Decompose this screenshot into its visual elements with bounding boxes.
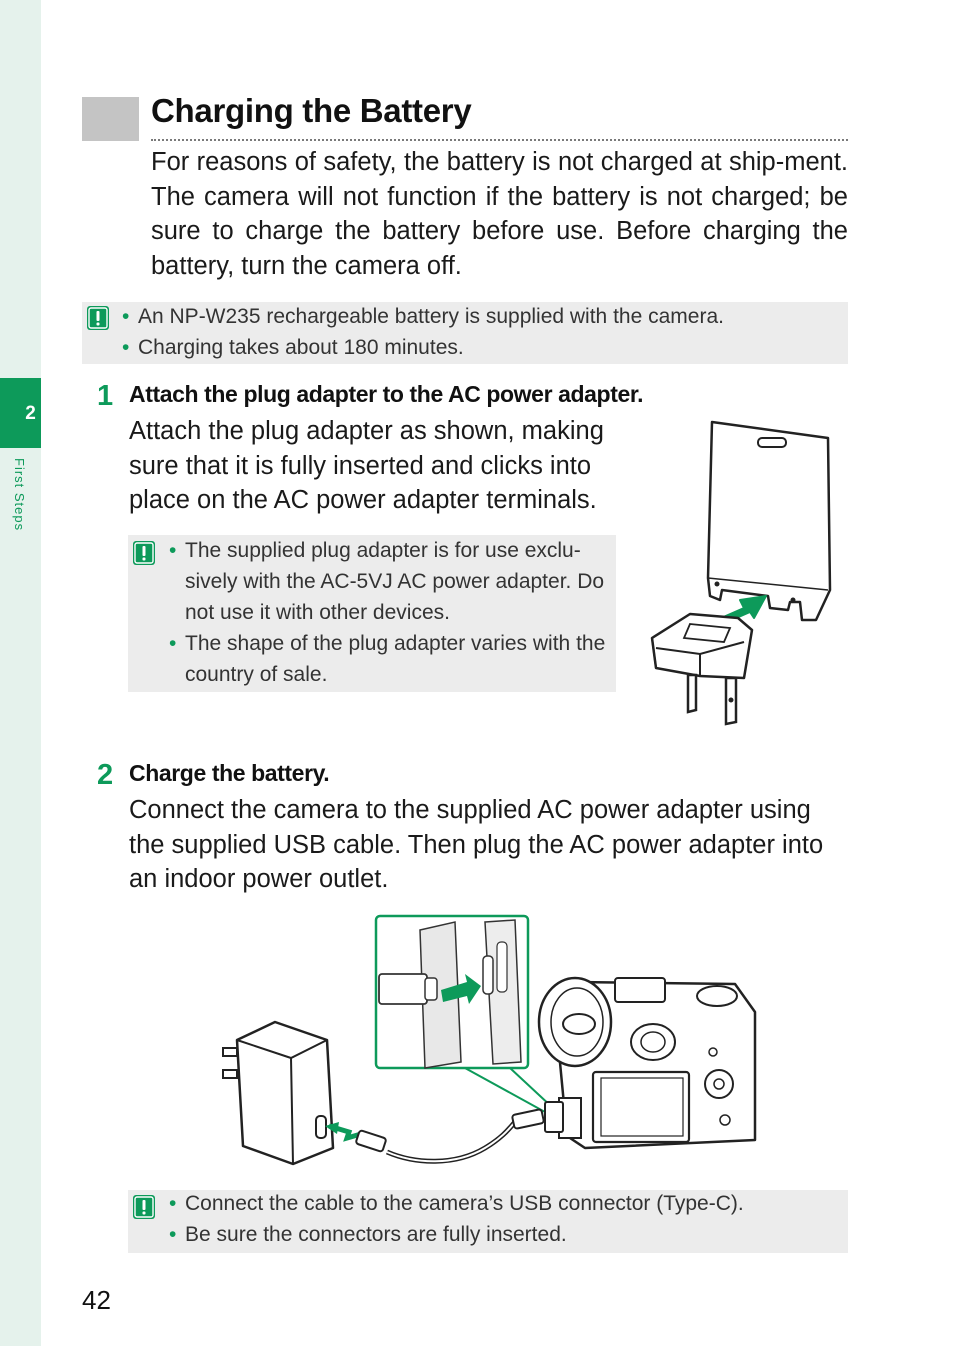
chapter-sidebar: [0, 0, 41, 1346]
step-body-line: Connect the camera to the supplied AC po…: [129, 796, 811, 824]
step-body-line: sure that it is fully inserted and click…: [129, 451, 592, 480]
step-number: 2: [97, 759, 114, 791]
intro-paragraph: For reasons of safety, the battery is no…: [151, 148, 848, 280]
page-number: 42: [82, 1285, 111, 1315]
plug-adapter-illustration: [650, 420, 832, 726]
step-body: Connect the camera to the supplied AC po…: [129, 793, 823, 897]
note-list: Connect the cable to the camera’s USB co…: [169, 1188, 744, 1250]
step-title: Attach the plug adapter to the AC power …: [129, 381, 644, 407]
note-list: The supplied plug adapter is for use exc…: [169, 535, 613, 690]
note-item: Charging takes about 180 minutes.: [122, 332, 724, 363]
heading-marker: [82, 97, 139, 141]
step-body-line: Attach the plug adapter as shown, making: [129, 417, 604, 445]
chapter-tab: 2: [0, 378, 41, 448]
caution-icon: [87, 306, 109, 330]
note-item: An NP-W235 rechargeable battery is suppl…: [122, 301, 724, 332]
note-item: Connect the cable to the camera’s USB co…: [169, 1188, 744, 1219]
note-box: An NP-W235 rechargeable battery is suppl…: [82, 301, 848, 364]
note-item: Be sure the connectors are fully inserte…: [169, 1219, 744, 1250]
note-box: The supplied plug adapter is for use exc…: [128, 535, 616, 692]
caution-icon: [133, 541, 155, 565]
step-body-line: place on the AC power adapter terminals.: [129, 486, 597, 514]
note-box: Connect the cable to the camera’s USB co…: [128, 1188, 848, 1253]
chapter-label: First Steps: [12, 458, 27, 532]
step-title: Charge the battery.: [129, 760, 330, 786]
step-body-line: an indoor power outlet.: [129, 865, 389, 893]
step-body-line: the supplied USB cable. Then plug the AC…: [129, 830, 824, 859]
caution-icon: [133, 1195, 155, 1219]
note-item: The shape of the plug adapter varies wit…: [169, 628, 613, 690]
step-body: Attach the plug adapter as shown, making…: [129, 414, 604, 518]
note-list: An NP-W235 rechargeable battery is suppl…: [122, 301, 724, 363]
note-item: The supplied plug adapter is for use exc…: [169, 535, 613, 628]
step-number: 1: [97, 380, 114, 412]
page-title: Charging the Battery: [151, 92, 472, 129]
title-divider: [151, 139, 848, 141]
chapter-number: 2: [25, 403, 36, 424]
charging-connection-illustration: [222, 914, 757, 1166]
